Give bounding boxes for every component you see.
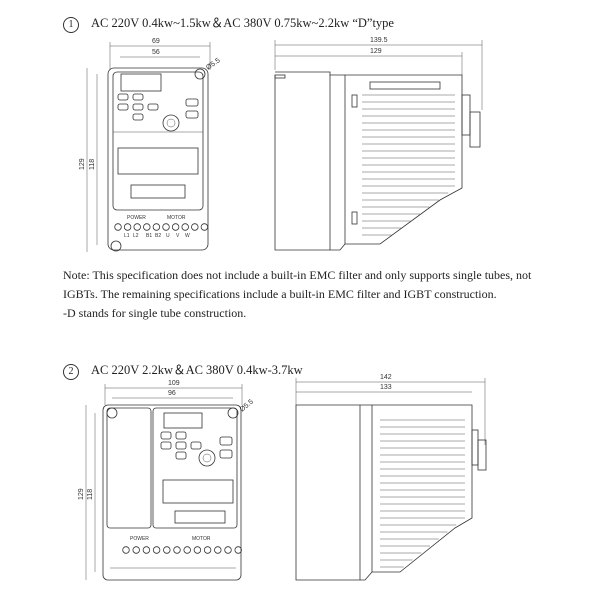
dim-height-outer-2: 129 [78, 488, 85, 500]
power-label-2: POWER [130, 536, 149, 542]
front-view-1: 69 56 129 118 Ø5.5 POWER MOTOR L1 L2 B1 … [79, 38, 222, 252]
section1-number: 1 [63, 17, 79, 33]
dim-depth-body-1: 129 [370, 48, 382, 55]
terminal-l1: L1 [124, 233, 130, 239]
dim-height-mount-1: 118 [89, 159, 96, 170]
terminal-screw [224, 546, 232, 554]
motor-label-2: MOTOR [192, 536, 211, 542]
terminal-screw [143, 223, 151, 231]
terminal-screw [171, 223, 180, 231]
side-view-2: 142 133 [295, 374, 487, 581]
terminal-screw [203, 546, 212, 554]
dim-width-outer-1: 69 [152, 38, 160, 45]
terminal-v: V [176, 233, 180, 239]
dim-width-mount-2: 96 [168, 390, 176, 397]
terminal-screw [173, 546, 181, 554]
hole-diameter-1: Ø5.5 [205, 57, 222, 71]
terminal-screw [123, 223, 132, 231]
terminal-l2: L2 [133, 233, 139, 239]
note-line-3: -D stands for single tube construction. [63, 306, 247, 320]
dim-width-outer-2: 109 [168, 380, 180, 387]
specification-note: Note: This specification does not includ… [63, 266, 583, 323]
terminal-screw [181, 223, 189, 231]
terminal-screw [152, 546, 161, 554]
terminal-b1: B1 [146, 233, 152, 239]
power-label-1: POWER [127, 215, 146, 221]
dim-height-mount-2: 118 [87, 489, 94, 500]
section2-title: AC 220V 2.2kw＆AC 380V 0.4kw-3.7kw [91, 363, 303, 377]
terminal-screw [162, 223, 170, 231]
terminal-w: W [185, 233, 190, 239]
dim-depth-outer-1: 139.5 [370, 37, 388, 44]
note-line-1: Note: This specification does not includ… [63, 268, 532, 282]
terminal-screw [133, 223, 141, 231]
terminal-screw [193, 546, 202, 554]
terminal-screw [152, 223, 161, 231]
front-view-2: 109 96 129 118 Ø5.5 POWER MOTOR [78, 380, 255, 581]
dim-depth-body-2: 133 [380, 384, 392, 391]
dim-depth-outer-2: 142 [380, 374, 392, 381]
terminal-screw [163, 546, 171, 554]
section1-title: AC 220V 0.4kw~1.5kw＆AC 380V 0.75kw~2.2kw… [91, 16, 394, 30]
motor-label-1: MOTOR [167, 215, 186, 221]
terminal-screw [214, 546, 222, 554]
terminal-screw [191, 223, 199, 231]
terminal-screw [114, 223, 122, 231]
dim-height-outer-1: 129 [79, 158, 86, 170]
terminal-screw [183, 546, 191, 554]
section1-heading: 1 AC 220V 0.4kw~1.5kw＆AC 380V 0.75kw~2.2k… [63, 12, 394, 33]
section2-heading: 2 AC 220V 2.2kw＆AC 380V 0.4kw-3.7kw [63, 359, 303, 380]
terminal-u: U [166, 233, 170, 239]
terminal-screw [200, 223, 209, 231]
dim-width-mount-1: 56 [152, 49, 160, 56]
side-view-1: 139.5 129 [274, 37, 483, 251]
terminal-screw [122, 546, 130, 554]
terminal-screw [142, 546, 151, 554]
terminal-screw [132, 546, 140, 554]
terminal-b2: B2 [155, 233, 161, 239]
section2-number: 2 [63, 364, 79, 380]
terminal-screw [234, 546, 242, 554]
note-line-2: IGBTs. The remaining specifications incl… [63, 287, 497, 301]
